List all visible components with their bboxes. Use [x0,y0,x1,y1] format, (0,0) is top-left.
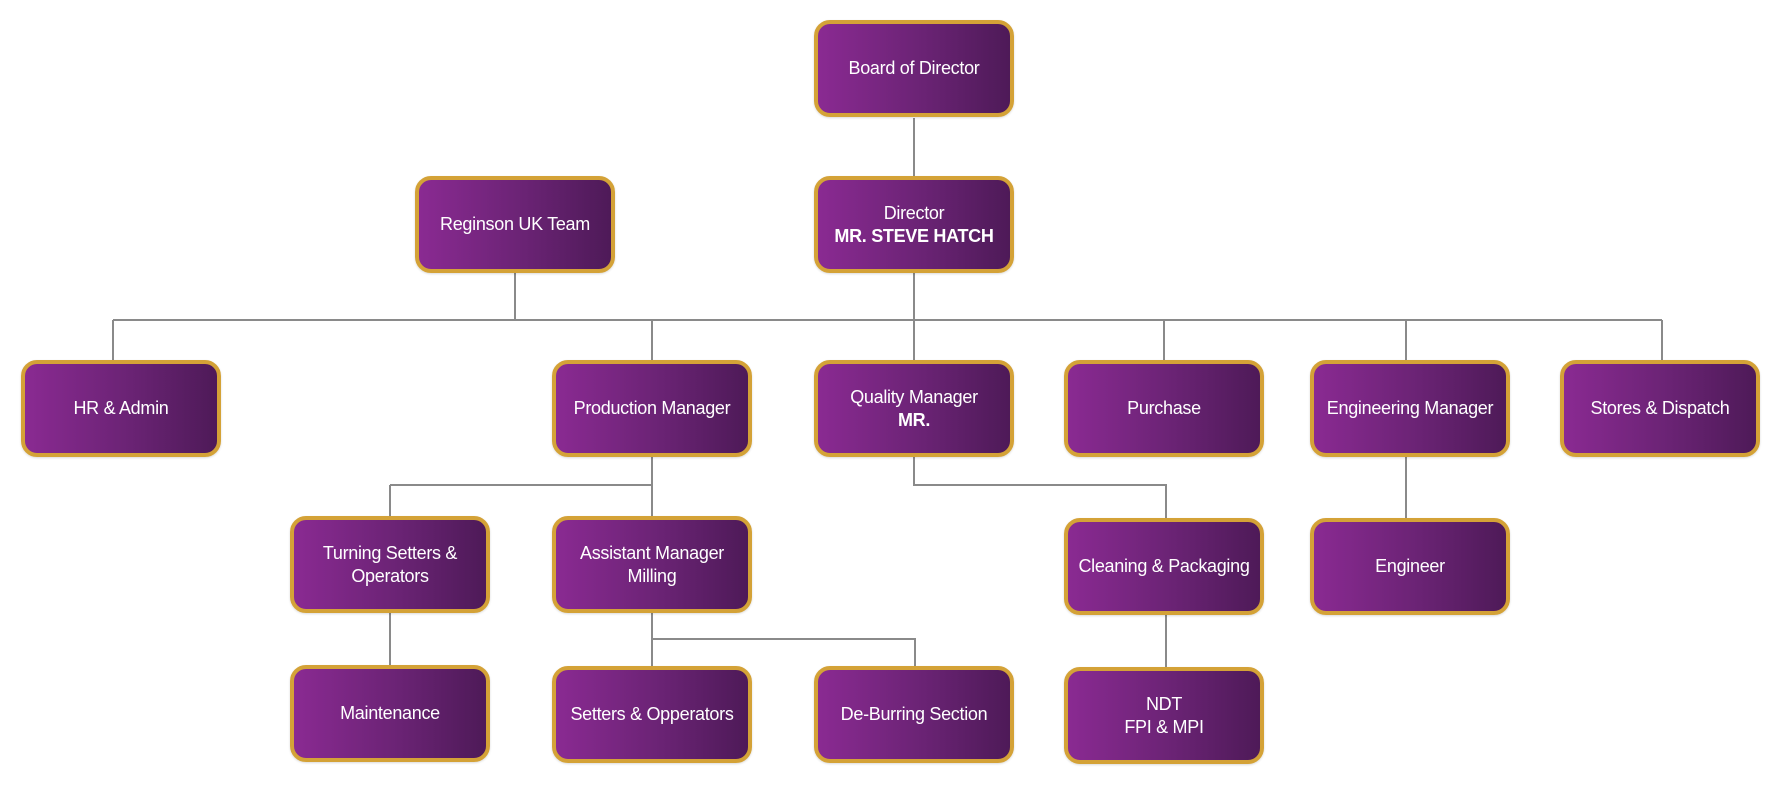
node-stores-dispatch: Stores & Dispatch [1560,360,1760,457]
node-label-line-2: Operators [351,565,429,586]
node-label: De-Burring Section [840,704,988,724]
node-label: Engineer [1375,556,1445,576]
node-label: Engineering Manager [1326,398,1494,418]
node-label: Production Manager [573,398,731,418]
node-director: Director MR. STEVE HATCH [814,176,1014,273]
node-production-manager: Production Manager [552,360,752,457]
node-deburring-section: De-Burring Section [814,666,1014,763]
node-setters-opperators: Setters & Opperators [552,666,752,763]
node-turning-setters-operators: Turning Setters & Operators [290,516,490,613]
node-board-of-director: Board of Director [814,20,1014,117]
node-role: Director [883,202,945,223]
node-ndt: NDT FPI & MPI [1064,667,1264,764]
node-label-line-1: Assistant Manager [580,542,724,563]
node-label: Board of Director [848,58,980,78]
node-reginson-uk-team: Reginson UK Team [415,176,615,273]
node-label-line-2: Milling [627,565,677,586]
node-label: HR & Admin [73,398,169,418]
node-purchase: Purchase [1064,360,1264,457]
node-role: Quality Manager [850,386,978,407]
node-cleaning-packaging: Cleaning & Packaging [1064,518,1264,615]
connector-production-children [389,457,653,516]
node-engineer: Engineer [1310,518,1510,615]
node-label-line-1: NDT [1145,693,1183,714]
node-label: Stores & Dispatch [1590,398,1730,418]
node-label: Setters & Opperators [570,704,734,724]
node-label-line-2: FPI & MPI [1124,716,1204,737]
node-quality-manager: Quality Manager MR. [814,360,1014,457]
connector-quality-cleaning [913,457,1167,518]
node-label: Maintenance [340,703,440,723]
node-person-name: MR. STEVE HATCH [834,225,994,246]
node-engineering-manager: Engineering Manager [1310,360,1510,457]
node-label: Reginson UK Team [440,214,590,234]
node-label: Cleaning & Packaging [1078,556,1250,576]
node-person-name: MR. [897,409,931,430]
connector-assistant-children [651,613,916,666]
node-hr-admin: HR & Admin [21,360,221,457]
node-maintenance: Maintenance [290,665,490,762]
node-label: Purchase [1127,398,1201,418]
node-label-line-1: Turning Setters & [322,542,458,563]
node-assistant-manager-milling: Assistant Manager Milling [552,516,752,613]
